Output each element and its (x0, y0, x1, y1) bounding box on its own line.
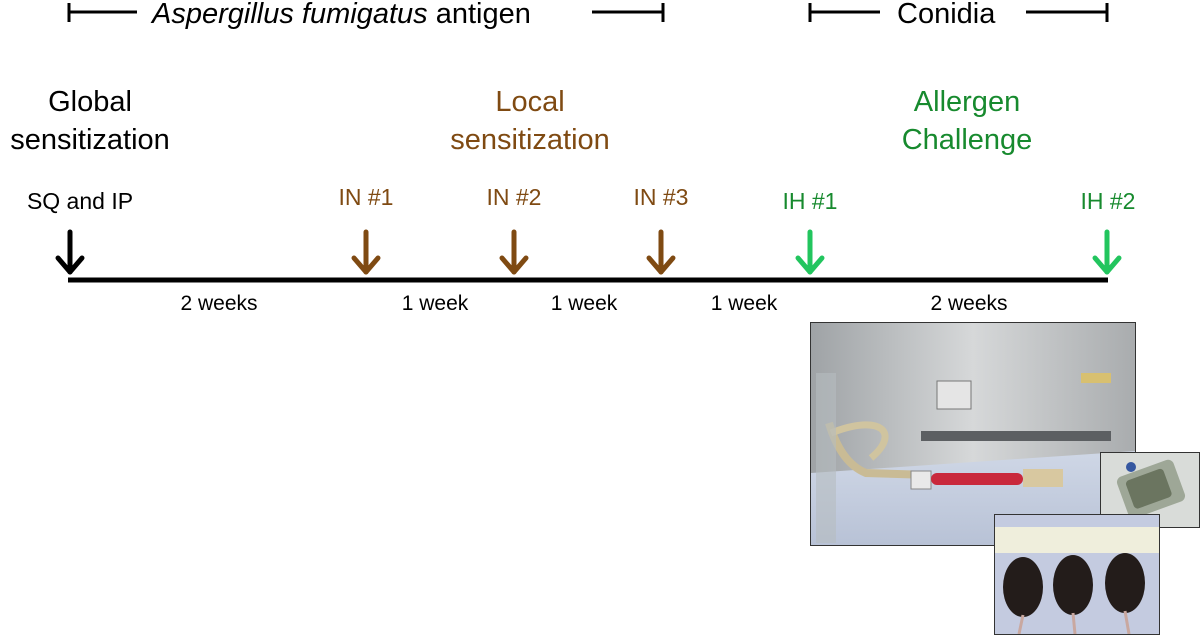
duration-3: 1 week (550, 292, 618, 315)
arrow-in3 (646, 229, 676, 275)
exposure-chamber-photo (810, 322, 1136, 546)
duration-2: 1 week (401, 292, 469, 315)
conidia-header: Conidia (897, 0, 996, 30)
antigen-header: Aspergillus fumigatus antigen (152, 0, 531, 31)
duration-4: 1 week (710, 292, 778, 315)
antigen-bracket (67, 3, 665, 22)
event-ih2: IH #2 (1080, 188, 1136, 214)
duration-1: 2 weeks (180, 292, 258, 315)
event-in1: IN #1 (338, 184, 394, 210)
arrow-sq-ip (55, 229, 85, 275)
phase-local-sensitization: Local sensitization (450, 86, 610, 156)
antigen-suffix: antigen (427, 0, 531, 30)
arrow-in2 (499, 229, 529, 275)
conidia-bracket (808, 3, 1109, 22)
duration-5: 2 weeks (930, 292, 1008, 315)
event-ih1: IH #1 (782, 188, 838, 214)
arrow-ih2 (1092, 229, 1122, 275)
event-in2: IN #2 (486, 184, 542, 210)
mice-photo (994, 514, 1160, 635)
event-sq-ip: SQ and IP (26, 188, 134, 214)
antigen-species: Aspergillus fumigatus (152, 0, 428, 30)
phase-allergen-challenge: Allergen Challenge (901, 86, 1033, 156)
event-in3: IN #3 (633, 184, 689, 210)
arrow-ih1 (795, 229, 825, 275)
arrow-in1 (351, 229, 381, 275)
phase-global-sensitization: Global sensitization (10, 86, 170, 156)
